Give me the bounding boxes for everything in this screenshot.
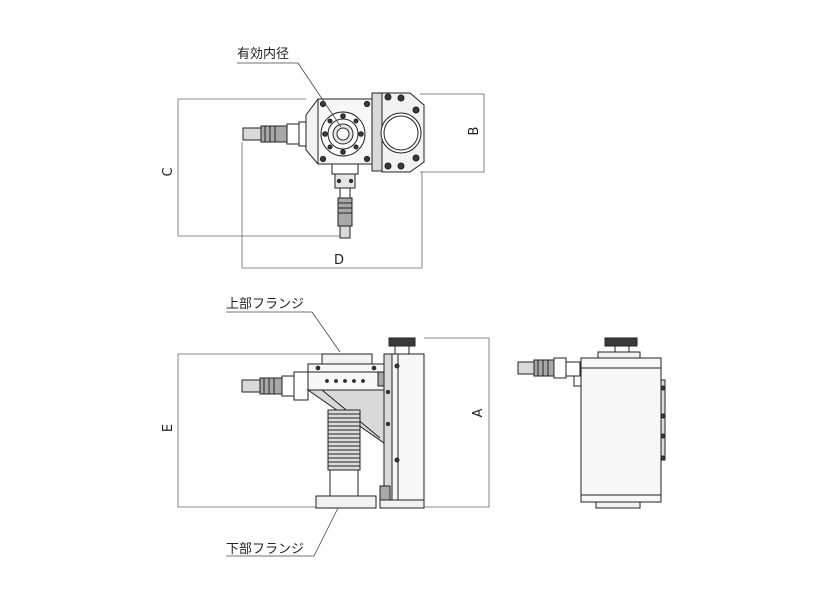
top-view <box>177 62 485 269</box>
label-effective-diameter: 有効内径 <box>237 46 289 62</box>
dimension-label-d: D <box>334 253 344 268</box>
dimension-label-e: E <box>161 424 176 432</box>
dimension-box-a <box>424 337 490 508</box>
top-right-plate <box>371 92 425 173</box>
upper-flange <box>321 353 373 365</box>
bellows <box>327 409 361 497</box>
side-view <box>517 337 666 509</box>
front-view <box>177 311 490 557</box>
dimension-label-b: B <box>467 127 482 136</box>
front-top-knob <box>388 337 416 355</box>
lower-flange <box>315 495 377 509</box>
top-main-body <box>305 98 373 165</box>
front-micrometer <box>241 371 309 401</box>
upper-flange-assembly <box>307 353 387 391</box>
side-housing <box>580 357 662 503</box>
dimension-box-b <box>420 93 485 173</box>
vertical-column <box>379 353 425 509</box>
dimension-box-c <box>177 98 346 237</box>
label-lower-flange: 下部フランジ <box>226 542 304 557</box>
dimension-label-a: A <box>471 408 486 417</box>
side-micrometer <box>517 357 583 387</box>
dimension-box-e <box>177 353 322 508</box>
side-knob <box>597 337 641 359</box>
top-bottom-micrometer <box>331 163 359 239</box>
dimension-label-c: C <box>161 167 176 176</box>
label-upper-flange: 上部フランジ <box>226 297 304 312</box>
dimension-box-d <box>241 142 423 269</box>
top-left-micrometer <box>242 121 310 147</box>
